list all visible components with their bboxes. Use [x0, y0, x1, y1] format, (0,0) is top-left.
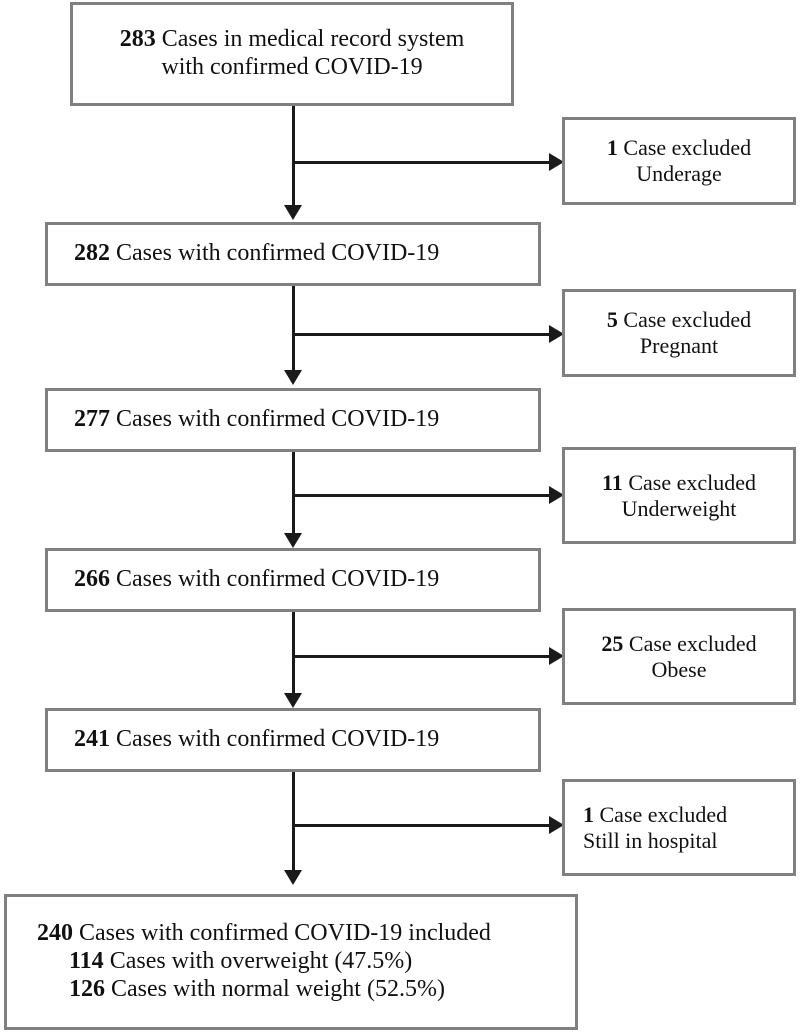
flow-box-266: 266 Cases with confirmed COVID-19	[45, 548, 541, 612]
flow-box-240-final: 240 Cases with confirmed COVID-19 includ…	[4, 894, 578, 1030]
exclusion-box-pregnant-line-2: Pregnant	[639, 333, 719, 358]
arrow-right-5	[549, 816, 564, 834]
flow-box-277: 277 Cases with confirmed COVID-19	[45, 388, 541, 452]
flow-box-283: 283 Cases in medical record system with …	[70, 2, 514, 106]
flow-box-266-count: 266	[74, 566, 110, 593]
exclusion-box-still-in-hospital-line-1: 1 Case excluded	[583, 801, 728, 827]
arrow-down-4	[284, 693, 302, 708]
connector-vertical-2	[292, 286, 295, 376]
arrow-right-1	[549, 153, 564, 171]
exclusion-box-underage: 1 Case excluded Underage	[562, 117, 796, 205]
arrow-down-3	[284, 533, 302, 548]
flow-box-282: 282 Cases with confirmed COVID-19	[45, 222, 541, 286]
flow-box-240-normalweight-count: 126	[69, 975, 105, 1002]
flow-box-277-line-1: 277 Cases with confirmed COVID-19	[74, 406, 440, 433]
flow-box-283-count: 283	[119, 26, 156, 53]
exclusion-box-underweight-line-1: 11 Case excluded	[602, 469, 756, 495]
flow-box-240-count: 240	[37, 920, 73, 947]
exclusion-box-underweight: 11 Case excluded Underweight	[562, 447, 796, 544]
flow-box-282-line-1: 282 Cases with confirmed COVID-19	[74, 240, 440, 267]
flow-box-266-line-1: 266 Cases with confirmed COVID-19	[74, 566, 440, 593]
flow-box-240-line-1: 240 Cases with confirmed COVID-19 includ…	[37, 920, 491, 947]
exclusion-box-obese: 25 Case excluded Obese	[562, 608, 796, 705]
exclusion-box-still-in-hospital-count: 1	[583, 801, 594, 827]
flow-box-282-count: 282	[74, 240, 110, 267]
exclusion-box-pregnant-line-1: 5 Case excluded	[606, 307, 752, 333]
arrow-down-1	[284, 205, 302, 220]
connector-horizontal-2	[292, 333, 554, 336]
exclusion-box-pregnant: 5 Case excluded Pregnant	[562, 289, 796, 377]
exclusion-box-still-in-hospital: 1 Case excluded Still in hospital	[562, 779, 796, 876]
flow-box-283-line-1: 283 Cases in medical record system	[119, 26, 465, 53]
flow-box-241-line-1: 241 Cases with confirmed COVID-19	[74, 726, 440, 753]
exclusion-box-still-in-hospital-line-2: Still in hospital	[583, 827, 718, 853]
exclusion-box-underage-line-1: 1 Case excluded	[606, 135, 752, 161]
exclusion-box-obese-line-2: Obese	[651, 656, 707, 682]
exclusion-box-underage-line-2: Underage	[636, 161, 722, 186]
arrow-right-2	[549, 325, 564, 343]
exclusion-box-pregnant-count: 5	[606, 307, 618, 333]
exclusion-box-underweight-count: 11	[602, 469, 623, 495]
connector-vertical-5	[292, 772, 295, 875]
exclusion-box-underweight-line-2: Underweight	[621, 495, 737, 521]
flow-box-241-count: 241	[74, 726, 110, 753]
connector-vertical-1	[292, 106, 295, 211]
flow-box-240-line-3: 126 Cases with normal weight (52.5%)	[69, 975, 445, 1002]
arrow-right-3	[549, 486, 564, 504]
connector-horizontal-5	[292, 824, 554, 827]
flow-box-277-count: 277	[74, 406, 110, 433]
flow-box-240-line-2: 114 Cases with overweight (47.5%)	[69, 948, 413, 975]
connector-horizontal-4	[292, 655, 554, 658]
flow-box-283-line-2: with confirmed COVID-19	[161, 54, 423, 80]
exclusion-box-obese-count: 25	[601, 630, 624, 656]
flow-box-241: 241 Cases with confirmed COVID-19	[45, 708, 541, 772]
arrow-right-4	[549, 647, 564, 665]
arrow-down-2	[284, 370, 302, 385]
exclusion-box-underage-count: 1	[606, 135, 618, 161]
flow-box-240-overweight-count: 114	[69, 948, 104, 975]
connector-horizontal-1	[292, 161, 554, 164]
arrow-down-5	[284, 870, 302, 885]
exclusion-box-obese-line-1: 25 Case excluded	[601, 630, 757, 656]
connector-horizontal-3	[292, 494, 554, 497]
